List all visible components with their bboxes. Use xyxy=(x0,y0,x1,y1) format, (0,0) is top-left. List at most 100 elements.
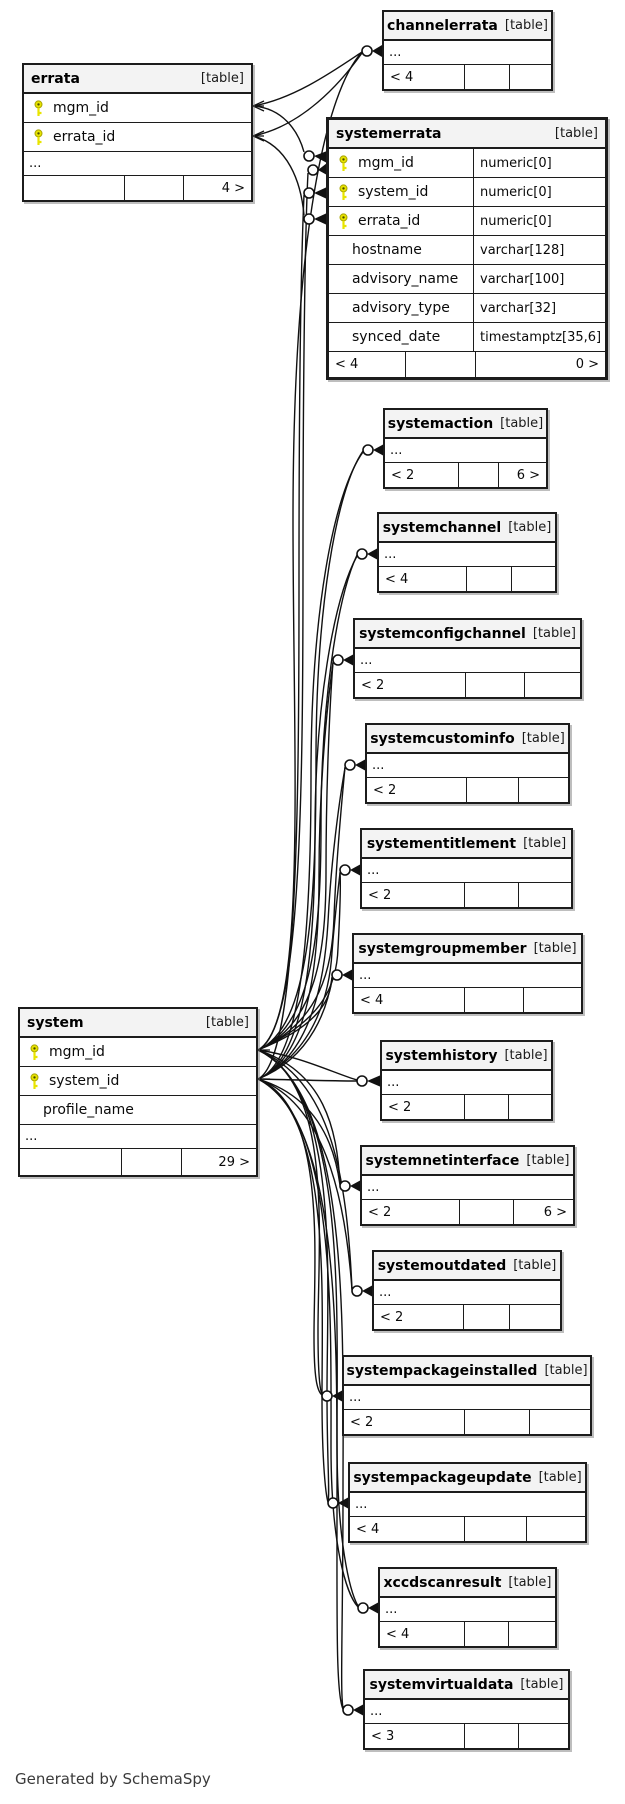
table-channelerrata[interactable]: channelerrata [table] ... < 4 xyxy=(382,10,553,91)
table-header: errata [table] xyxy=(24,65,251,94)
column-type: numeric[0] xyxy=(473,178,605,206)
table-header: systemhistory [table] xyxy=(382,1042,551,1071)
table-systemaction[interactable]: systemaction [table] ... < 2 6 > xyxy=(383,408,548,489)
columns-ellipsis: ... xyxy=(362,1176,573,1200)
footer-cell xyxy=(466,673,525,697)
column-type: varchar[100] xyxy=(473,265,605,293)
table-header: channelerrata [table] xyxy=(384,12,551,41)
column-name: mgm_id xyxy=(358,155,414,171)
fk-connector-systemgroupmember xyxy=(331,969,353,981)
column-name: synced_date xyxy=(352,329,441,345)
footer-cell xyxy=(527,1517,585,1541)
columns-ellipsis: ... xyxy=(384,41,551,65)
footer-cell xyxy=(467,567,512,591)
footer-cell xyxy=(509,1095,551,1119)
footer-cell xyxy=(406,352,476,377)
footer-cell: < 4 xyxy=(380,1622,465,1646)
table-systemhistory[interactable]: systemhistory [table] ... < 2 xyxy=(380,1040,553,1121)
footer-cell xyxy=(467,778,519,802)
table-systemchannel[interactable]: systemchannel [table] ... < 4 xyxy=(377,512,557,593)
table-tag: [table] xyxy=(508,520,552,535)
footer-cell: < 2 xyxy=(355,673,466,697)
footer-cell xyxy=(465,1410,530,1434)
footer-cell xyxy=(510,65,551,89)
column-name: system_id xyxy=(358,184,429,200)
table-systemgroupmember[interactable]: systemgroupmember [table] ... < 4 xyxy=(352,933,583,1014)
footer-cell xyxy=(509,1622,555,1646)
table-name: systemnetinterface xyxy=(365,1152,520,1169)
footer-cell: 6 > xyxy=(543,1204,567,1220)
footer-cell: 4 > xyxy=(221,180,245,196)
table-systementitlement[interactable]: systementitlement [table] ... < 2 xyxy=(360,828,573,909)
footer-cell: < 2 xyxy=(367,778,467,802)
footer-cell xyxy=(464,1305,510,1329)
table-systemcustominfo[interactable]: systemcustominfo [table] ... < 2 xyxy=(365,723,570,804)
table-tag: [table] xyxy=(508,1575,552,1590)
table-name: system xyxy=(27,1014,84,1031)
footer-cell xyxy=(519,883,571,907)
table-footer: < 4 xyxy=(379,567,555,591)
fk-edge xyxy=(257,1049,341,1185)
footer-cell xyxy=(465,1517,527,1541)
table-name: systemhistory xyxy=(385,1047,498,1064)
column-name: hostname xyxy=(352,242,422,258)
fk-edge xyxy=(252,51,363,107)
columns-ellipsis: ... xyxy=(367,754,568,778)
table-systemoutdated[interactable]: systemoutdated [table] ... < 2 xyxy=(372,1250,562,1331)
fk-edge xyxy=(257,554,358,1051)
footer-cell xyxy=(525,673,580,697)
table-name: systempackageinstalled xyxy=(346,1362,538,1379)
table-footer: < 2 xyxy=(374,1305,560,1329)
column-name: system_id xyxy=(49,1073,120,1089)
table-header: systemcustominfo [table] xyxy=(367,725,568,754)
column-row: mgm_id xyxy=(20,1038,256,1067)
table-tag: [table] xyxy=(520,1677,564,1692)
footer-cell xyxy=(465,1095,509,1119)
table-header: systemnetinterface [table] xyxy=(362,1147,573,1176)
footer-cell xyxy=(465,1622,509,1646)
table-systempackageupdate[interactable]: systempackageupdate [table] ... < 4 xyxy=(348,1462,587,1543)
footer-cell: < 4 xyxy=(329,352,406,377)
footer-cell xyxy=(524,988,581,1012)
table-tag: [table] xyxy=(504,18,548,33)
fk-connector-systemhistory xyxy=(356,1075,381,1087)
table-header: systempackageinstalled [table] xyxy=(344,1357,590,1386)
columns-ellipsis: ... xyxy=(362,859,571,883)
fk-edge xyxy=(257,1049,353,1290)
fk-edges xyxy=(252,51,364,1710)
table-name: systemconfigchannel xyxy=(359,625,526,642)
table-systemerrata[interactable]: systemerrata [table] mgm_id numeric[0] s… xyxy=(326,117,608,380)
columns-ellipsis: ... xyxy=(354,964,581,988)
table-systemnetinterface[interactable]: systemnetinterface [table] ... < 2 6 > xyxy=(360,1145,575,1226)
fk-connector-systemoutdated xyxy=(351,1285,373,1297)
table-footer: < 2 xyxy=(382,1095,551,1119)
table-xccdscanresult[interactable]: xccdscanresult [table] ... < 4 xyxy=(378,1567,557,1648)
table-tag: [table] xyxy=(554,126,598,141)
footer-cell: < 4 xyxy=(379,567,467,591)
fk-connector-systemerrata-errata xyxy=(303,213,327,225)
table-system[interactable]: system [table] mgm_id system_id profile_… xyxy=(18,1007,258,1177)
table-footer: < 4 xyxy=(380,1622,555,1646)
fk-connector-systemerrata-mgm-2 xyxy=(307,163,327,176)
table-tag: [table] xyxy=(538,1470,582,1485)
table-header: systemconfigchannel [table] xyxy=(355,620,580,649)
primary-key-icon xyxy=(338,154,350,172)
table-systemconfigchannel[interactable]: systemconfigchannel [table] ... < 2 xyxy=(353,618,582,699)
table-errata[interactable]: errata [table] mgm_id errata_id ... 4 > xyxy=(22,63,253,202)
table-name: errata xyxy=(31,70,80,87)
primary-key-icon xyxy=(29,1072,41,1090)
table-tag: [table] xyxy=(500,416,544,431)
footer-cell xyxy=(459,463,499,487)
table-footer: < 4 xyxy=(384,65,551,89)
table-systemvirtualdata[interactable]: systemvirtualdata [table] ... < 3 xyxy=(363,1669,570,1750)
fk-connector-systemvirtualdata xyxy=(342,1704,364,1716)
table-systempackageinstalled[interactable]: systempackageinstalled [table] ... < 2 xyxy=(342,1355,592,1436)
column-type: varchar[32] xyxy=(473,294,605,322)
footer-cell xyxy=(519,1724,568,1748)
columns-ellipsis: ... xyxy=(24,152,251,176)
table-tag: [table] xyxy=(513,1258,557,1273)
column-name: advisory_name xyxy=(352,271,459,287)
footer-cell: < 4 xyxy=(350,1517,465,1541)
fk-edge xyxy=(257,451,364,1080)
